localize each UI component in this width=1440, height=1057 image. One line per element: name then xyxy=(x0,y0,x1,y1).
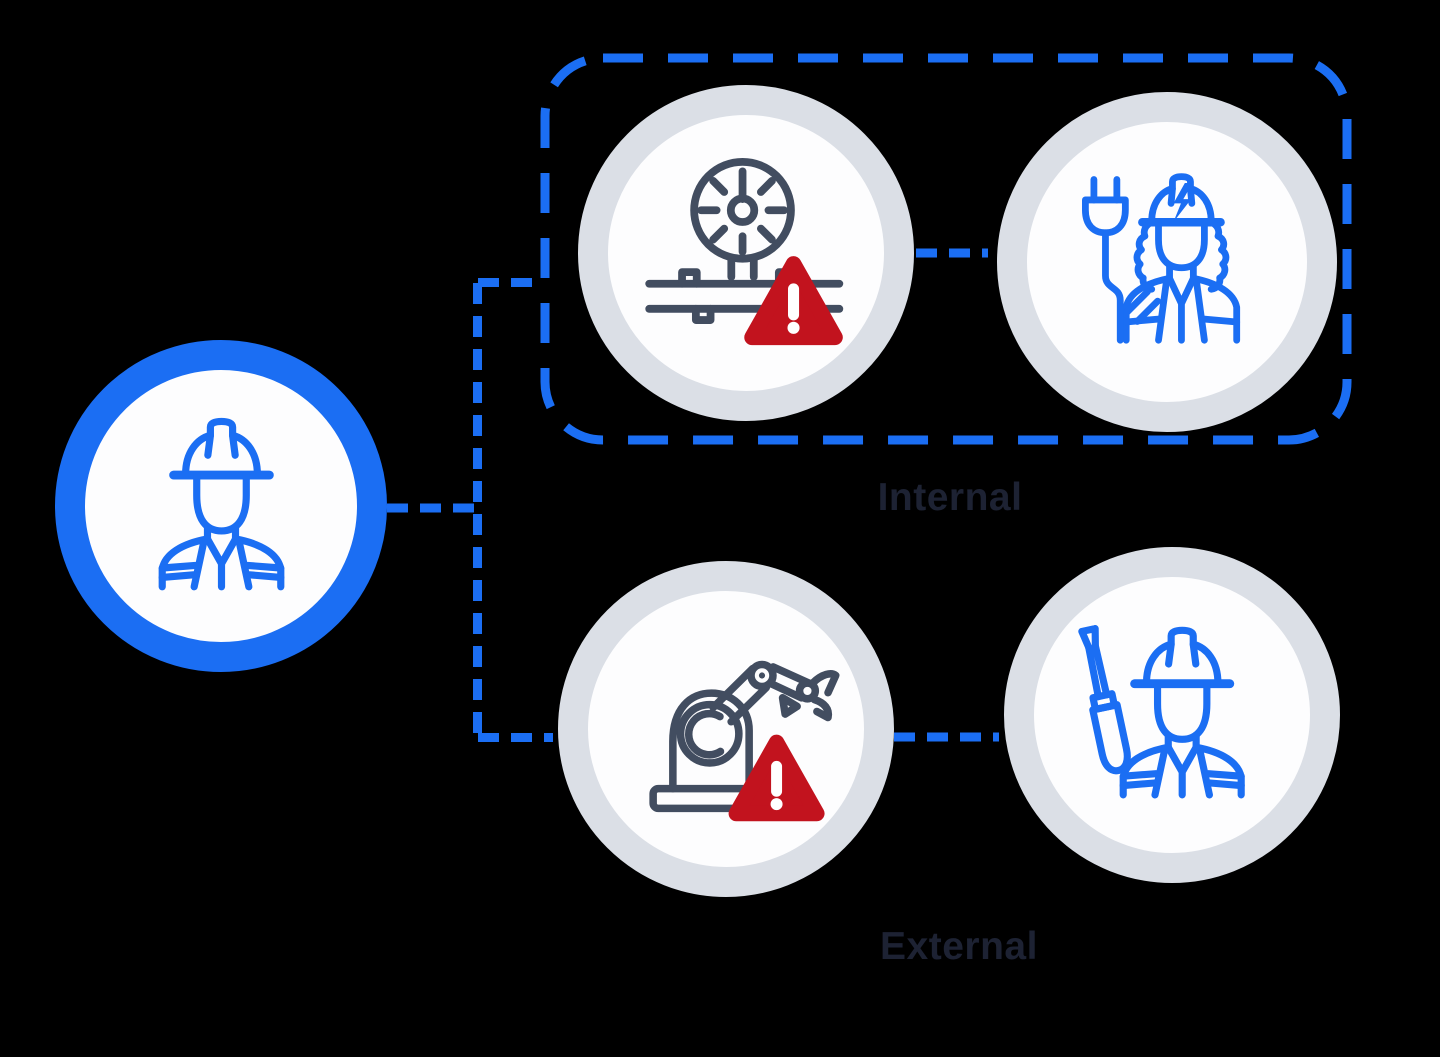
plug-cable xyxy=(1102,229,1124,344)
robot-pedestal xyxy=(669,688,753,792)
worker-hardhat-icon xyxy=(158,417,284,590)
safety-vest xyxy=(1122,274,1241,344)
lightning-bolt-icon xyxy=(1173,182,1193,223)
technician-node xyxy=(1004,547,1340,883)
arm xyxy=(1121,288,1162,325)
external-group-label: External xyxy=(880,925,1038,968)
robot-gripper xyxy=(808,669,840,696)
worker-node xyxy=(55,340,387,672)
hard-hat xyxy=(1148,173,1215,225)
pressure-gauge-alert-node xyxy=(578,85,914,421)
face xyxy=(192,470,250,535)
robot-joint xyxy=(676,700,743,767)
technician-screwdriver-icon xyxy=(1078,625,1245,799)
internal-group-label: Internal xyxy=(877,476,1023,519)
warning-triangle-icon xyxy=(744,255,843,345)
internal-group-dashed-box xyxy=(540,53,1352,445)
robot-upper-arm xyxy=(709,664,771,726)
electrician-node xyxy=(997,92,1337,432)
robot-arm-icon xyxy=(649,660,840,821)
warning-triangle-icon xyxy=(728,734,825,821)
pressure-gauge-icon xyxy=(645,157,844,345)
face xyxy=(1153,680,1211,743)
hard-hat xyxy=(181,417,261,478)
hard-hat xyxy=(1142,626,1222,687)
curly-hair xyxy=(1133,218,1156,293)
screwdriver xyxy=(1078,625,1131,775)
gauge-dial xyxy=(690,157,795,263)
robot-arm-alert-node xyxy=(558,561,894,897)
electrician-plug-icon xyxy=(1082,173,1241,344)
face xyxy=(1155,218,1208,272)
